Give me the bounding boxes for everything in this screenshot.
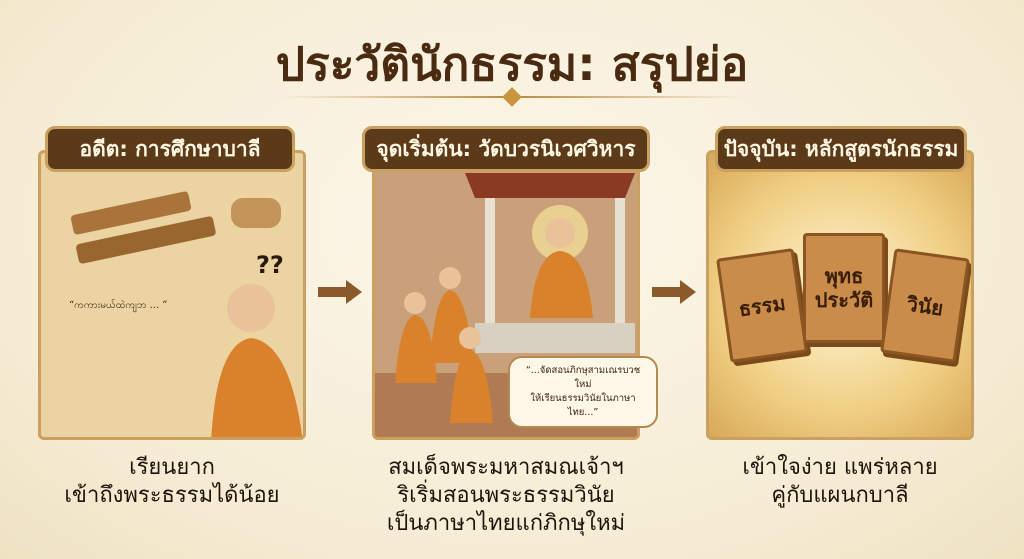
bubble-line: “...จัดสอนภิกษุสามเณรบวชใหม่ [525, 365, 641, 390]
book-vinaya: วินัย [880, 248, 970, 363]
caption-line: สมเด็จพระมหาสมณเจ้าฯ [388, 455, 624, 480]
caption-present: เข้าใจง่าย แพร่หลาย คู่กับแผนกบาลี [706, 454, 974, 510]
caption-origin: สมเด็จพระมหาสมณเจ้าฯ ริเริ่มสอนพระธรรมวิ… [360, 454, 652, 538]
caption-line: เข้าถึงพระธรรมได้น้อย [64, 483, 280, 508]
arrow-right-icon [652, 280, 696, 304]
palm-leaf-manuscripts-illustration: ?? [70, 191, 303, 437]
panel-header-origin: จุดเริ่มต้น: วัดบวรนิเวศวิหาร [362, 126, 650, 172]
caption-line: ริเริ่มสอนพระธรรมวินัย [397, 483, 615, 508]
caption-line: เข้าใจง่าย แพร่หลาย [742, 455, 938, 480]
caption-line: คู่กับแผนกบาลี [771, 483, 909, 508]
temple-roof [465, 173, 635, 198]
book-dhamma: ธรรม [716, 248, 808, 363]
question-marks-icon: ?? [256, 251, 284, 279]
monk-head [227, 284, 275, 332]
monk-robe [211, 338, 303, 437]
pali-quote: “ကကားမယ်ထဲကျဘ ... ” [69, 300, 168, 311]
speech-bubble: “...จัดสอนภิกษุสามเณรบวชใหม่ ให้เรียนธรร… [508, 356, 658, 428]
temple-teaching-illustration [375, 173, 637, 437]
panel-present: ธรรม พุทธ ประวัติ วินัย [706, 150, 974, 440]
panel-header-past: อดีต: การศึกษาบาลี [45, 126, 295, 172]
panel-header-present: ปัจจุบัน: หลักสูตรนักธรรม [715, 126, 967, 172]
page-title: ประวัตินักธรรม: สรุปย่อ [275, 37, 749, 91]
caption-past: เรียนยาก เข้าถึงพระธรรมได้น้อย [38, 454, 306, 510]
caption-line: เรียนยาก [129, 455, 215, 480]
caption-line: เป็นภาษาไทยแก่ภิกษุใหม่ [386, 511, 626, 536]
arrow-right-icon [318, 280, 362, 304]
bubble-line: ให้เรียนธรรมวินัยในภาษาไทย...” [530, 393, 636, 418]
book-buddha-history: พุทธ ประวัติ [803, 233, 885, 343]
panel-past: ?? “ကကားမယ်ထဲကျဘ ... ” [38, 150, 306, 440]
teacher-monk-head [545, 218, 575, 248]
